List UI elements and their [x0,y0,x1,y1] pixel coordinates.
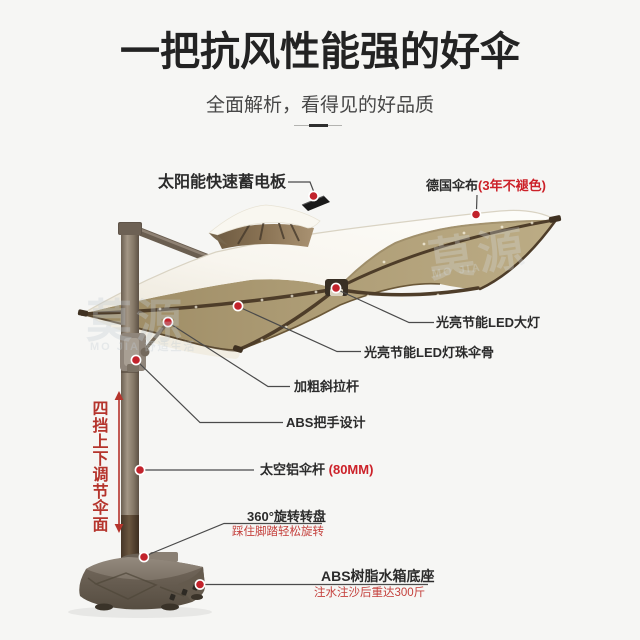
callout-fabric-text: 德国伞布 [426,178,479,193]
main-pole-part-3 [119,223,141,235]
callout-pole-note: (80MM) [328,462,374,477]
page-subtitle: 全面解析，看得见的好品质 [205,95,434,116]
pointer-led-ribs [238,306,361,353]
canopy-ribs-part-5 [478,218,558,291]
marker-dot-fabric [470,209,482,220]
rib-end-caps [77,215,562,353]
callout-fabric-note: (3年不褪色) [478,178,546,193]
callout-pole-label: 太空铝伞杆 (80MM) [260,463,373,476]
illustration-part-7 [208,204,321,236]
led-beads-part-6 [314,290,318,294]
main-pole-part-2 [121,515,139,562]
callout-base-note: 注水注沙后重达300斤 [314,587,426,599]
water-tank-base-part-9 [87,577,97,585]
canopy-ribs [80,218,558,352]
callout-brace-label: 加粗斜拉杆 [294,379,360,394]
marker-dot-solar [308,190,319,202]
illustration-part-15 [169,593,176,601]
pointer-turntable [144,522,322,557]
led-beads-part-9 [366,294,370,298]
callout-pole-text: 太空铝伞杆 [260,462,326,477]
callout-fabric-label: 德国伞布(3年不褪色) [426,179,546,192]
marker-dot-brace [162,316,174,328]
illustration-part-12 [95,603,113,611]
callout-turntable-note: 踩住脚踏轻松旋转 [232,526,324,538]
crank-handle-joint-part-4 [127,364,139,372]
led-beads-part-8 [260,338,264,342]
wind-vent-tier-part-2 [237,221,252,245]
pointer-brace [168,322,290,388]
height-adjust-arrow [114,391,124,533]
led-beads-part-14 [462,231,466,235]
canopy-underside [82,219,556,350]
led-beads-part-4 [260,298,264,302]
canopy-ribs-part-2 [236,287,338,352]
led-beads-part-11 [436,293,440,297]
led-beads-part-5 [290,294,294,298]
led-beads-part-16 [530,221,534,225]
watermark-brand-left: 莫源 [86,295,186,347]
water-tank-base-part-5 [86,557,203,580]
led-beads-part-13 [422,242,426,246]
callout-height-adjust-label: 四挡上下调节伞面 [92,401,109,534]
callout-led-ribs-label: 光亮节能LED灯珠伞骨 [364,345,495,360]
water-tank-base-part-6 [178,567,205,602]
callout-led-main-label: 光亮节能LED大灯 [436,315,541,330]
led-beads-part-15 [500,225,504,229]
canopy-ribs-part-4 [334,218,556,291]
height-adjust-arrow-part-2 [114,391,124,400]
illustration-part-14 [191,594,203,600]
led-beads-part-2 [158,307,162,311]
canopy-top [82,210,556,314]
wind-vent-tier [208,204,321,249]
canopy-ribs-part-6 [81,313,239,352]
marker-dot-turntable [138,551,150,563]
pointer-fabric [475,194,478,211]
illustration-part-13 [161,603,179,611]
callout-handle-label: ABS把手设计 [286,415,366,430]
canopy-ribs-part-3 [334,286,480,297]
solar-panel [302,196,330,211]
main-pole [119,223,141,562]
wind-vent-tier-part-5 [289,221,300,242]
watermark-latin-text: MO JIA [90,341,140,353]
led-beads-part-3 [194,305,198,309]
led-beads-part-12 [382,260,386,264]
water-tank-base-part-7 [94,572,158,600]
marker-dot-led-main [330,282,342,294]
height-adjust-arrow-part-3 [114,524,124,533]
illustration-part-16 [181,588,188,596]
rib-end-caps-part-3 [232,345,244,353]
marker-dot-pole [134,464,146,476]
water-tank-base [68,552,212,618]
pointer-handle [136,360,283,424]
led-beads-part-10 [400,297,404,301]
subtitle-divider-accent [309,124,328,127]
wind-vent-tier-part-4 [277,219,285,240]
rib-end-caps-part-2 [548,215,562,223]
watermark-tagline-text: 舒适生活 [144,341,197,353]
pointer-led-main [337,289,434,324]
marker-dots [130,190,482,590]
marker-dot-handle [130,354,142,366]
page-title: 一把抗风性能强的好伞 [120,30,520,74]
rib-end-caps-part-1 [77,309,89,317]
water-tank-base-part-8 [159,586,185,597]
canopy-ribs-part-1 [80,287,338,316]
callout-turntable-label: 360°旋转转盘 [247,509,326,524]
illustration-part-8 [209,233,228,245]
callout-base-label: ABS树脂水箱底座 [321,568,435,584]
crank-handle-joint-part-3 [140,347,150,357]
marker-dot-base [194,579,206,590]
pointer-solar [288,181,315,192]
canopy-ridge-line [81,209,557,315]
callout-solar-label: 太阳能快速蓄电板 [157,174,286,191]
wind-vent-tier-part-3 [259,219,265,241]
watermark-latin-left: MO JIA 舒适生活 [90,342,197,353]
marker-dot-led-ribs [232,300,244,312]
callout-pointer-lines [136,181,478,586]
led-beads [122,221,534,342]
